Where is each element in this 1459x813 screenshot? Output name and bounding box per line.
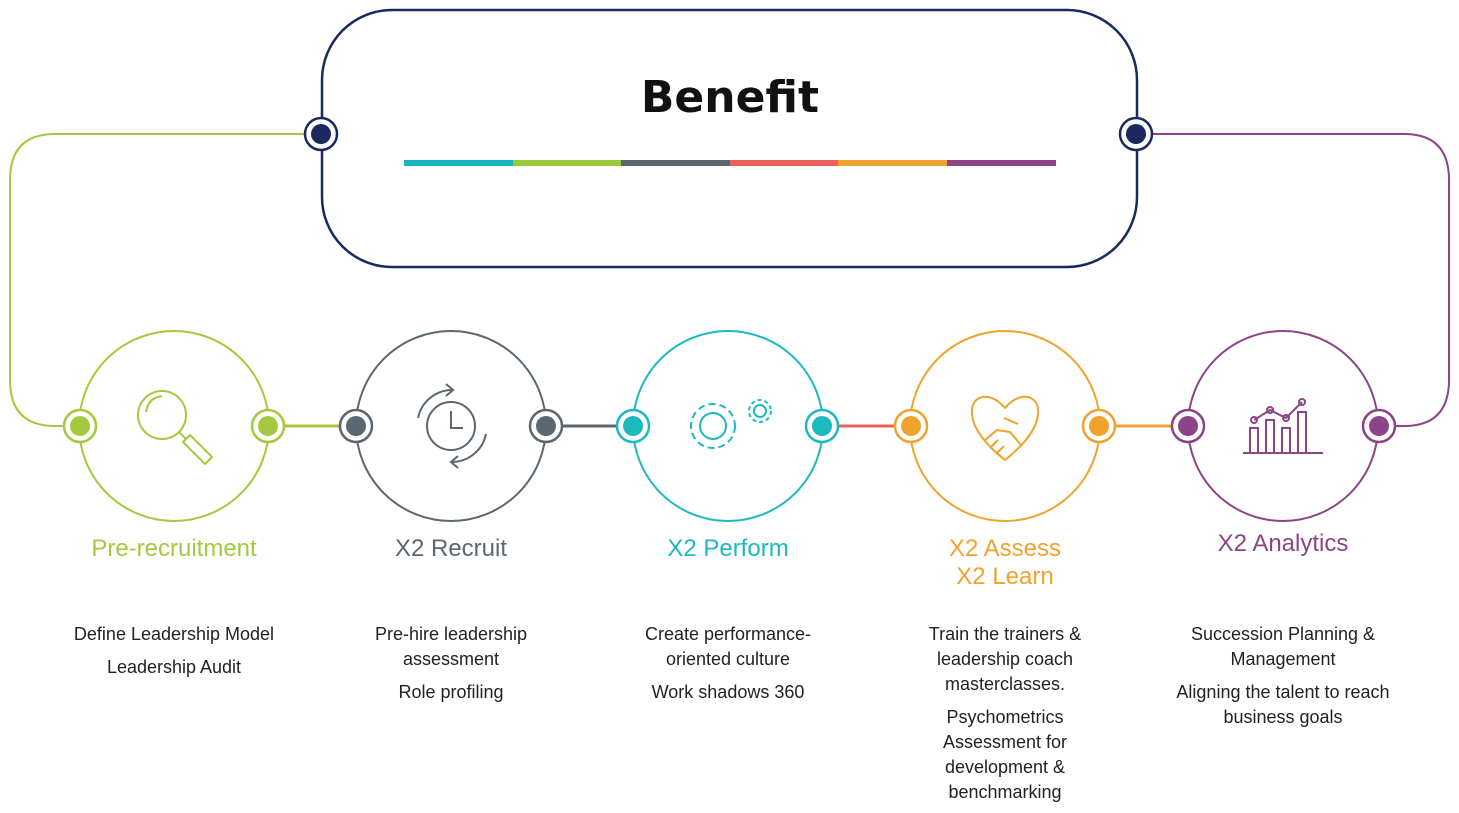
stage-circle-pre-recruitment	[62, 330, 286, 522]
connector-left-to-benefit	[9, 133, 305, 427]
node-pre-recruitment-right	[250, 408, 286, 444]
stage-label-x2-assess-line-1: X2 Assess	[948, 535, 1062, 562]
desc-item: Work shadows 360	[651, 682, 805, 702]
benefit-color-bar	[404, 160, 1056, 166]
handshake-icon	[970, 395, 1040, 461]
stage-circle-x2-assess	[893, 330, 1117, 522]
clock-cycle-icon	[417, 383, 487, 469]
node-pre-recruitment-left	[62, 408, 98, 444]
stage-label-x2-analytics: X2 Analytics	[1217, 530, 1349, 557]
desc-x2-recruit: Pre-hire leadership assessment Role prof…	[336, 622, 566, 713]
desc-x2-perform: Create performance-oriented culture Work…	[613, 622, 843, 713]
node-x2-recruit-right	[528, 408, 564, 444]
node-x2-perform-right	[804, 408, 840, 444]
stage-label-pre-recruitment: Pre-recruitment	[91, 535, 257, 562]
magnifier-icon	[137, 390, 214, 466]
benefit-node-right	[1118, 116, 1154, 152]
desc-item: Psychometrics Assessment for development…	[942, 707, 1068, 802]
connector-right-to-benefit	[1152, 133, 1450, 427]
desc-pre-recruitment: Define Leadership Model Leadership Audit	[59, 622, 289, 688]
desc-item: Pre-hire leadership assessment	[374, 624, 528, 669]
desc-item: Define Leadership Model	[73, 624, 275, 644]
desc-x2-assess: Train the trainers & leadership coach ma…	[900, 622, 1110, 813]
stage-label-x2-perform: X2 Perform	[667, 535, 789, 562]
stage-label-x2-assess: X2 Assess X2 Learn	[875, 535, 1135, 591]
node-x2-analytics-left	[1170, 408, 1206, 444]
node-x2-assess-right	[1081, 408, 1117, 444]
analytics-chart-icon	[1243, 398, 1323, 454]
stage-circle-x2-recruit	[338, 330, 564, 522]
stage-label-x2-assess-line-2: X2 Learn	[956, 563, 1054, 590]
benefit-node-left	[303, 116, 339, 152]
node-x2-assess-left	[893, 408, 929, 444]
desc-item: Succession Planning & Management	[1190, 624, 1376, 669]
desc-item: Role profiling	[398, 682, 504, 702]
desc-item: Create performance-oriented culture	[644, 624, 812, 669]
desc-x2-analytics: Succession Planning & Management Alignin…	[1168, 622, 1398, 738]
node-x2-perform-left	[615, 408, 651, 444]
desc-item: Aligning the talent to reach business go…	[1176, 682, 1390, 727]
stage-label-x2-recruit: X2 Recruit	[394, 535, 508, 562]
stage-circle-x2-perform	[615, 330, 840, 522]
stage-circle-x2-analytics	[1170, 330, 1397, 522]
benefit-box	[320, 8, 1139, 269]
gears-icon	[690, 399, 772, 449]
desc-item: Train the trainers & leadership coach ma…	[928, 624, 1082, 694]
node-x2-analytics-right	[1361, 408, 1397, 444]
benefit-title: Benefit	[640, 72, 820, 123]
node-x2-recruit-left	[338, 408, 374, 444]
desc-item: Leadership Audit	[106, 657, 242, 677]
